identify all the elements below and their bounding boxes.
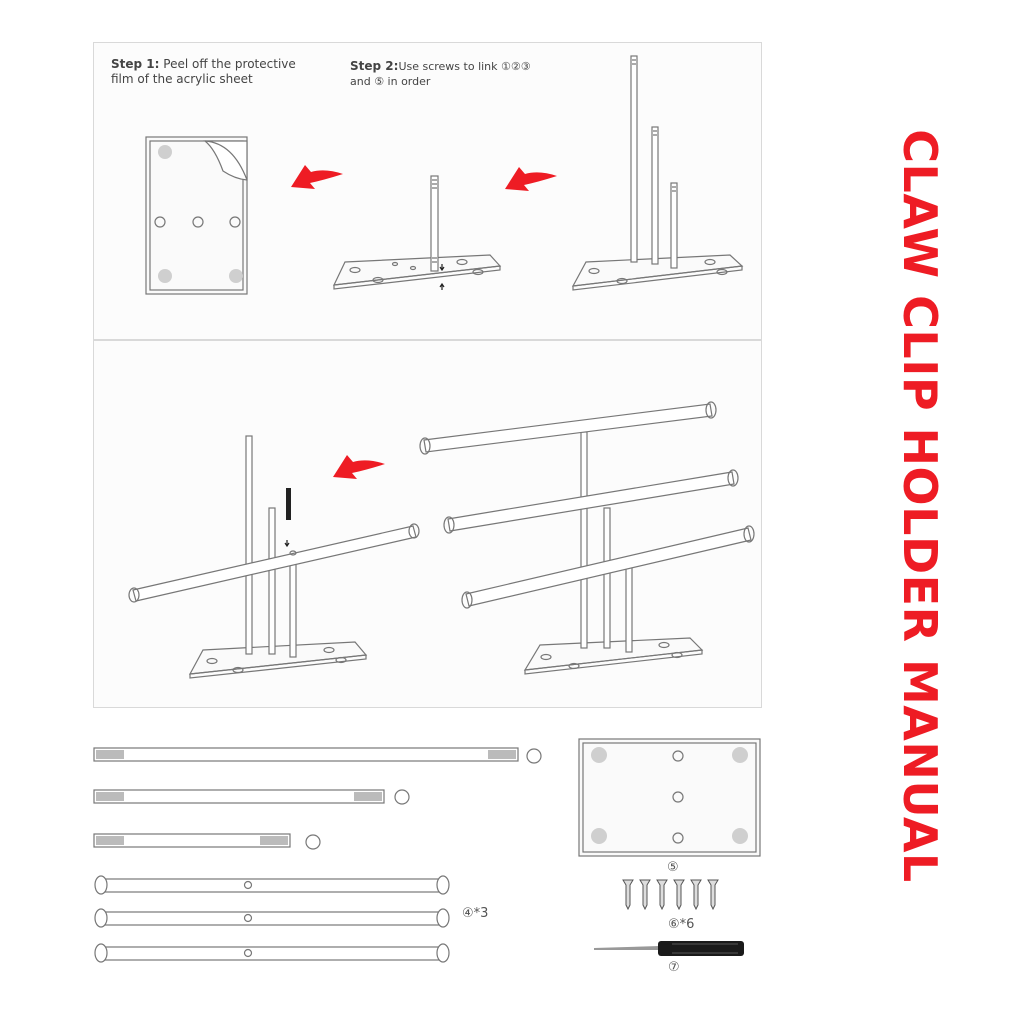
manual-title-text: CLAW CLIP HOLDER MANUAL [893, 129, 947, 883]
step1-line2: film of the acrylic sheet [111, 72, 253, 86]
step2-line2: and ⑤ in order [350, 75, 431, 88]
assembly-complete [419, 401, 755, 675]
red-arrow-1 [291, 165, 343, 189]
red-arrow-2 [505, 167, 557, 191]
part-crossbars-4 [94, 875, 450, 963]
label-part-5: ⑤ [667, 860, 679, 875]
base-with-short-rod [332, 175, 502, 290]
label-part-7: ⑦ [668, 960, 680, 975]
label-part-6: ⑥*6 [668, 917, 695, 932]
step2-label: Step 2: [350, 59, 399, 73]
step1-text: Step 1: Peel off the protective film of … [111, 57, 296, 87]
part-rod-1 [93, 747, 542, 764]
part-screws-6 [622, 879, 719, 911]
assembly-one-bar [128, 435, 420, 679]
step2-line1: Use screws to link ①②③ [398, 60, 531, 73]
acrylic-sheet-peel [145, 136, 248, 295]
step1-line1: Peel off the protective [163, 57, 296, 71]
part-rod-3 [93, 833, 321, 850]
part-base-plate-5 [578, 738, 761, 857]
manual-title: CLAW CLIP HOLDER MANUAL [870, 129, 970, 882]
red-arrow-3 [333, 455, 385, 479]
part-rod-2 [93, 789, 410, 805]
part-screwdriver-7 [594, 941, 744, 956]
step2-text: Step 2:Use screws to link ①②③ and ⑤ in o… [350, 59, 531, 89]
step1-label: Step 1: [111, 57, 160, 71]
base-with-three-rods [571, 55, 744, 291]
label-part-4: ④*3 [462, 906, 489, 921]
